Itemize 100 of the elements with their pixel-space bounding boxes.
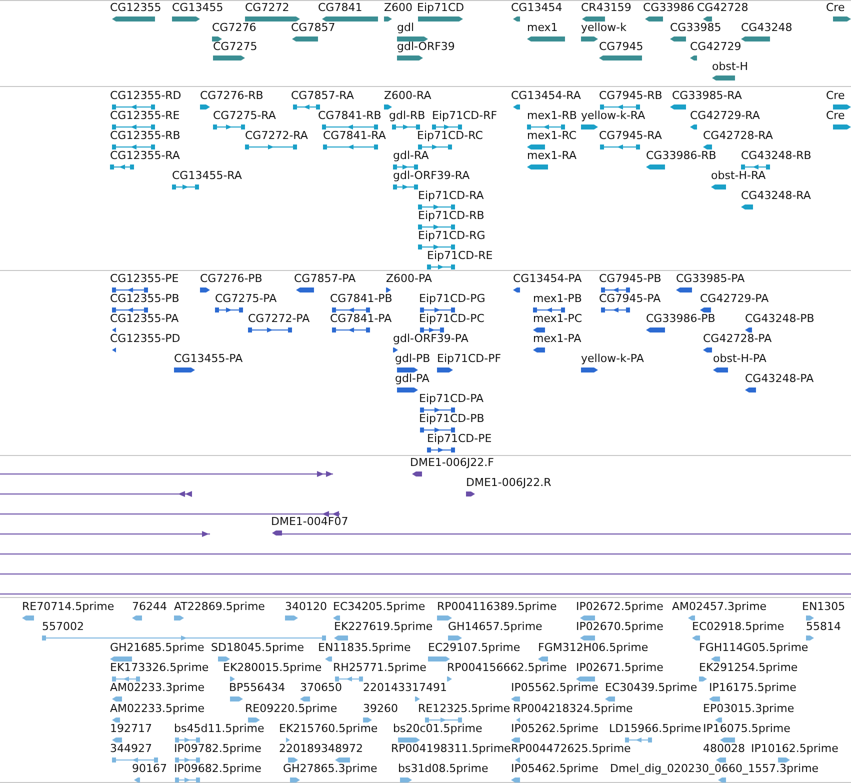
feature-label: CR43159 [581,2,632,13]
feature-label: CG7272 [245,2,290,13]
feature-label: CG7841-RA [323,130,386,141]
feature-label: Eip71CD-PA [419,393,484,404]
feature-label: LD15966.5prime [609,723,702,734]
feature-label: Eip71CD-PC [419,313,484,324]
feature-label: 480028 [703,743,745,754]
feature-label: Cre [826,90,845,101]
feature-label: CG7275 [213,41,258,52]
feature-label: IP10162.5prime [751,743,838,754]
feature-label: SD18045.5prime [211,642,304,653]
feature-label: IP05562.5prime [511,682,598,693]
feature-label: CG7945-RA [599,130,662,141]
feature-label: EC29107.5prime [428,642,520,653]
feature-label: Eip71CD-RC [417,130,483,141]
feature-label: GH27865.3prime [283,763,378,774]
feature-label: CG12355 [110,2,162,13]
feature-label: CG12355-PA [110,313,179,324]
feature-label: CG12355-RD [110,90,182,101]
feature-label: CG43248-PA [745,373,814,384]
feature-label: RP004472625.5prime [511,743,631,754]
feature-label: CG12355-PE [110,273,179,284]
feature-label: RH25771.5prime [333,662,426,673]
feature-label: Eip71CD-PG [419,293,486,304]
feature-label: gdl-PA [395,373,430,384]
feature-label: IP16175.5prime [709,682,796,693]
feature-label: 220143317491 [363,682,447,693]
feature-label: CG7841-RB [318,110,382,121]
feature-label: CG7857-RA [291,90,354,101]
feature-label: AM02233.5prime [110,703,205,714]
feature-label: CG43248 [741,22,792,33]
feature-label: CG33986 [643,2,694,13]
feature-label: BP556434 [229,682,286,693]
feature-label: IP05462.5prime [511,763,598,774]
feature-label: 340120 [285,601,327,612]
feature-label: EP03015.3prime [703,703,794,714]
feature-label: DME1-006J22.R [466,477,552,488]
feature-label: RE70714.5prime [22,601,114,612]
feature-label: RE12325.5prime [418,703,510,714]
feature-label: CG42728-PA [703,333,772,344]
feature-label: EC34205.5prime [333,601,426,612]
feature-label: yellow-k-PA [581,353,644,364]
feature-label: CG7276-RB [200,90,264,101]
feature-label: CG43248-PB [745,313,814,324]
feature-label: EN11835.5prime [318,642,411,653]
feature-label: CG7276 [212,22,256,33]
feature-label: CG7841-PA [330,313,392,324]
feature-label: CG7275-PA [215,293,277,304]
feature-label: CG42729-RA [690,110,760,121]
feature-label: Z600-PA [386,273,432,284]
feature-label: IP02672.5prime [576,601,664,612]
feature-label: yellow-k [581,22,626,33]
feature-label: 76244 [132,601,167,612]
feature-label: 90167 [132,763,167,774]
feature-label: 557002 [42,621,84,632]
feature-label: Cre [826,2,845,13]
feature-label: Eip71CD [417,2,464,13]
feature-label: CG7945-PA [599,293,661,304]
feature-label: obst-H [712,61,748,72]
feature-label: EK291254.5prime [699,662,798,673]
feature-label: CG7275-RA [213,110,276,121]
feature-label: IP09682.5prime [174,763,262,774]
feature-label: CG13454-PA [513,273,582,284]
feature-label: bs20c01.5prime [393,723,482,734]
feature-label: Eip71CD-PB [419,413,484,424]
feature-label: CG33985-PA [676,273,745,284]
feature-label: CG42728 [697,2,748,13]
feature-label: CG7841 [318,2,362,13]
feature-label: AT22869.5prime [174,601,265,612]
feature-label: gdl-PB [395,353,430,364]
feature-label: obst-H-PA [713,353,766,364]
feature-label: Eip71CD-PF [437,353,502,364]
feature-label: DME1-006J22.F [410,457,494,468]
feature-label: CG7945-RB [599,90,662,101]
feature-label: RP004218324.5prime [513,703,633,714]
feature-label: CG13455-PA [174,353,243,364]
feature-label: Eip71CD-RG [418,230,486,241]
feature-label: gdl-ORF39-RA [393,170,470,181]
feature-label: CG43248-RA [741,190,811,201]
feature-label: Eip71CD-RB [418,210,484,221]
feature-label: CG33986-RB [646,150,716,161]
feature-label: CG7841-PB [330,293,392,304]
feature-label: IP02671.5prime [576,662,664,673]
feature-label: CG13454 [511,2,562,13]
feature-label: AM02233.3prime [110,682,205,693]
feature-label: mex1-PC [533,313,582,324]
feature-label: CG7276-PB [200,273,262,284]
feature-label: CG7945 [599,41,644,52]
feature-label: 370650 [300,682,342,693]
feature-label: CG13455-RA [172,170,242,181]
feature-label: CG12355-RA [110,150,180,161]
feature-label: 220189348972 [279,743,363,754]
feature-label: mex1-RB [527,110,577,121]
feature-label: 192717 [110,723,152,734]
feature-label: CG12355-PD [110,333,180,344]
feature-label: Cre [826,110,845,121]
feature-label: CG7272-RA [245,130,308,141]
feature-label: mex1-RC [527,130,577,141]
feature-label: IP16075.5prime [703,723,790,734]
feature-label: CG33985-RA [672,90,742,101]
